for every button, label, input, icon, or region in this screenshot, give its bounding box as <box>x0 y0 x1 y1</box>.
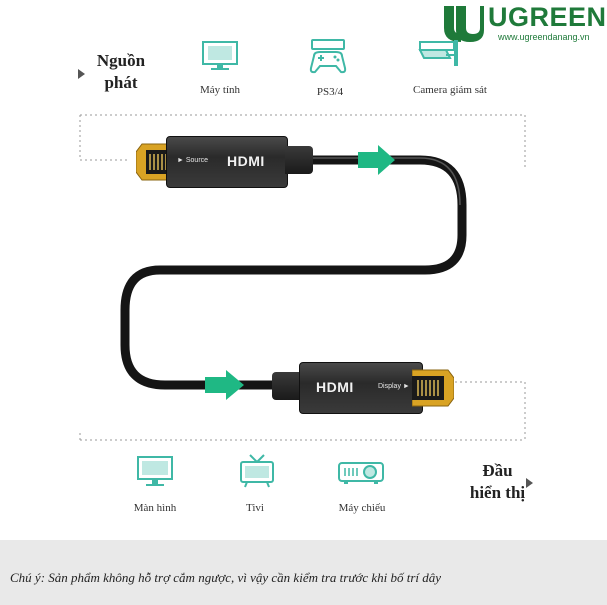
source-device-label: Máy tính <box>199 84 241 96</box>
source-hdmi-plug: ► Source HDMI <box>166 136 288 188</box>
source-device-label: Camera giám sát <box>413 84 487 96</box>
hdmi-logo: HDMI <box>227 153 265 169</box>
security-camera-icon <box>418 40 458 66</box>
hdmi-logo: HDMI <box>316 379 354 395</box>
brand-logo: UGREEN www.ugreendanang.vn <box>440 2 607 46</box>
footer-note-bar <box>0 540 607 605</box>
game-console-icon <box>309 39 347 74</box>
source-arrow-icon <box>78 69 85 79</box>
connection-frame-lines <box>79 114 526 441</box>
source-device-label: PS3/4 <box>316 86 344 98</box>
source-plug-label: ► Source <box>177 157 209 164</box>
tv-icon <box>240 454 274 488</box>
source-label: Nguồn phát <box>96 51 146 92</box>
brand-name: UGREEN <box>488 2 607 32</box>
display-label: Đầu hiển thị <box>469 461 526 502</box>
footer-note: Chú ý: Sản phẩm không hỗ trợ cắm ngược, … <box>10 570 442 585</box>
projector-icon <box>338 462 384 484</box>
monitor-icon <box>202 41 238 70</box>
arrow-icon <box>205 370 244 400</box>
ugreen-logo-icon <box>444 6 484 42</box>
display-plug-strain-relief <box>272 372 300 400</box>
screen-icon <box>137 456 173 486</box>
display-hdmi-plug-tip <box>411 366 455 410</box>
source-plug-strain-relief <box>285 146 313 174</box>
hdmi-cable <box>120 145 467 400</box>
brand-url[interactable]: www.ugreendanang.vn <box>498 32 590 42</box>
display-arrow-icon <box>526 478 533 488</box>
display-hdmi-plug: HDMI Display ► <box>299 362 423 414</box>
arrow-icon <box>358 145 395 175</box>
display-device-label: Tivi <box>246 502 264 514</box>
display-device-label: Máy chiếu <box>338 502 386 514</box>
display-plug-label: Display ► <box>378 383 410 390</box>
display-device-label: Màn hình <box>133 502 177 514</box>
